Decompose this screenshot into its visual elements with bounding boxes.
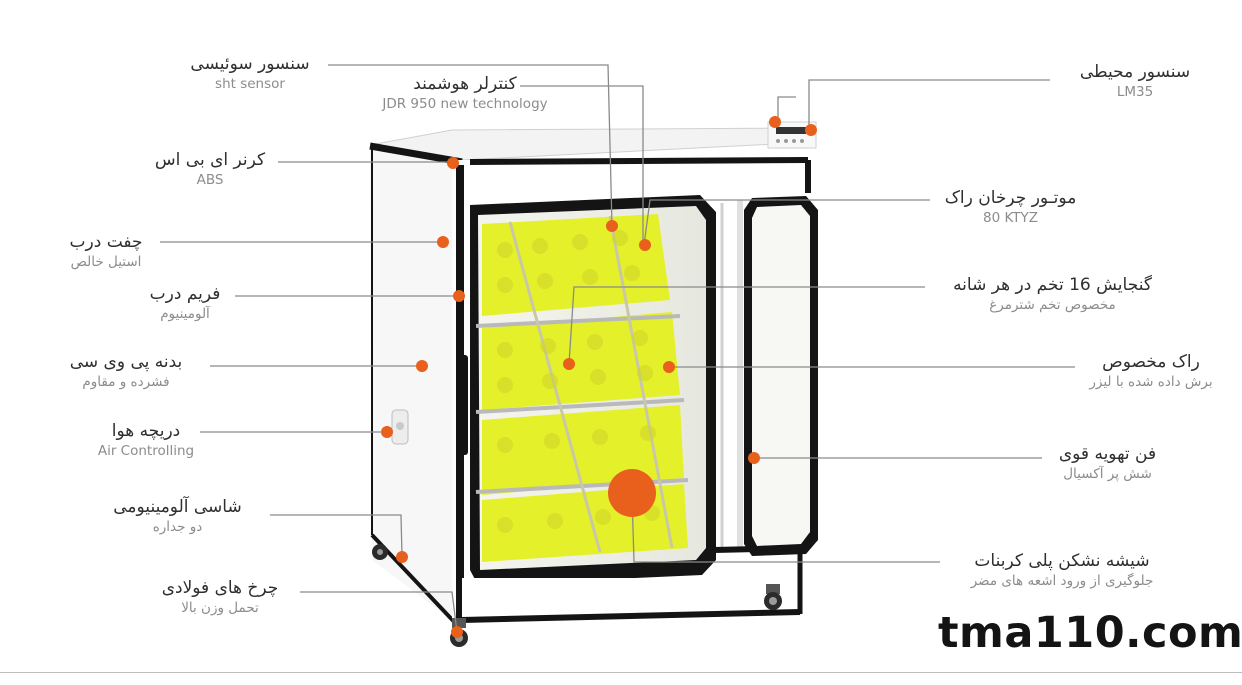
callout-subtitle: دو جداره xyxy=(152,519,203,535)
callout-subtitle: فشرده و مقاوم xyxy=(82,374,170,390)
wheel-front-right xyxy=(764,584,782,610)
callout-title: شاسی آلومینیومی xyxy=(113,497,242,517)
callout-title: فریم درب xyxy=(149,284,221,304)
callout-title: کرنر ای بی اس xyxy=(154,150,266,170)
callout-subtitle: Air Controlling xyxy=(97,443,195,459)
side-door-glass xyxy=(752,205,810,546)
callout-door-frame: فریم درب آلومینیوم xyxy=(130,284,240,322)
dot-egg-capacity xyxy=(563,358,575,370)
dot-special-rack xyxy=(663,361,675,373)
callout-subtitle: جلوگیری از ورود اشعه های مضر xyxy=(970,573,1154,589)
callout-pvc-body: بدنه پی وی سی فشرده و مقاوم xyxy=(46,352,206,390)
callout-title: سنسور محیطی xyxy=(1079,62,1191,82)
dot-ambient-sensor xyxy=(805,124,817,136)
dot-aluminum-chassis xyxy=(396,551,408,563)
dot-pvc-body xyxy=(416,360,428,372)
callout-subtitle: LM35 xyxy=(1116,84,1154,100)
dot-door-latch xyxy=(437,236,449,248)
callout-abs-corner: کرنر ای بی اس ABS xyxy=(140,150,280,188)
callout-egg-capacity: گنجایش 16 تخم در هر شانه مخصوص تخم شترمر… xyxy=(925,275,1180,313)
side-air-vent xyxy=(391,409,409,445)
callout-air-vent: دریچه هوا Air Controlling xyxy=(82,421,210,459)
callout-title: شیشه نشکن پلی کربنات xyxy=(974,551,1150,571)
bottom-divider xyxy=(0,672,1242,673)
callout-title: بدنه پی وی سی xyxy=(69,352,183,372)
callout-door-latch: چفت درب استیل خالص xyxy=(46,232,166,270)
dot-air-vent xyxy=(381,426,393,438)
callout-title: سنسور سوئیسی xyxy=(190,54,310,74)
dot-controller-led xyxy=(769,116,781,128)
callout-subtitle: تحمل وزن بالا xyxy=(181,600,259,616)
door-handle xyxy=(460,355,468,455)
callout-title: کنترلر هوشمند xyxy=(413,74,517,94)
callout-subtitle: آلومینیوم xyxy=(160,306,210,322)
wheel-back-left xyxy=(372,544,388,560)
callout-polycarbonate-glass: شیشه نشکن پلی کربنات جلوگیری از ورود اشع… xyxy=(942,551,1182,589)
callout-subtitle: JDR 950 new technology xyxy=(382,96,548,112)
callout-dots xyxy=(381,116,817,638)
dot-steel-wheels xyxy=(451,626,463,638)
callout-title: چرخ های فولادی xyxy=(161,578,279,598)
dot-sht-sensor xyxy=(606,220,618,232)
callout-title: راک مخصوص xyxy=(1102,352,1200,372)
callout-aluminum-chassis: شاسی آلومینیومی دو جداره xyxy=(90,497,265,535)
left-side-panel xyxy=(370,146,462,628)
callout-subtitle: 80 KTYZ xyxy=(982,210,1038,226)
dot-smart-controller xyxy=(639,239,651,251)
leader-lines xyxy=(160,64,1075,633)
callout-subtitle: شش پر آکسیال xyxy=(1063,466,1152,482)
callout-title: چفت درب xyxy=(69,232,143,252)
callout-steel-wheels: چرخ های فولادی تحمل وزن بالا xyxy=(145,578,295,616)
callout-subtitle: ABS xyxy=(196,172,224,188)
dot-abs-corner xyxy=(447,157,459,169)
callout-subtitle: sht sensor xyxy=(215,76,285,92)
egg-racks xyxy=(475,214,689,562)
dot-door-frame xyxy=(453,290,465,302)
callout-vent-fan: فن تهویه قوی شش پر آکسیال xyxy=(1040,444,1175,482)
dot-polycarbonate-glass xyxy=(608,469,656,517)
callout-subtitle: برش داده شده با لیزر xyxy=(1089,374,1213,390)
callout-rack-motor: موتـور چرخان راک 80 KTYZ xyxy=(928,188,1093,226)
callout-smart-controller: کنترلر هوشمند JDR 950 new technology xyxy=(360,74,570,112)
callout-special-rack: راک مخصوص برش داده شده با لیزر xyxy=(1076,352,1226,390)
callout-ambient-sensor: سنسور محیطی LM35 xyxy=(1060,62,1210,100)
dot-vent-fan xyxy=(748,452,760,464)
callout-title: موتـور چرخان راک xyxy=(944,188,1077,208)
callout-subtitle: مخصوص تخم شترمرغ xyxy=(989,297,1116,313)
callout-title: دریچه هوا xyxy=(111,421,181,441)
brand-watermark: tma110.com xyxy=(938,608,1242,658)
callout-title: فن تهویه قوی xyxy=(1058,444,1157,464)
callout-sht-sensor: سنسور سوئیسی sht sensor xyxy=(170,54,330,92)
callout-subtitle: استیل خالص xyxy=(70,254,142,270)
callout-title: گنجایش 16 تخم در هر شانه xyxy=(953,275,1152,295)
